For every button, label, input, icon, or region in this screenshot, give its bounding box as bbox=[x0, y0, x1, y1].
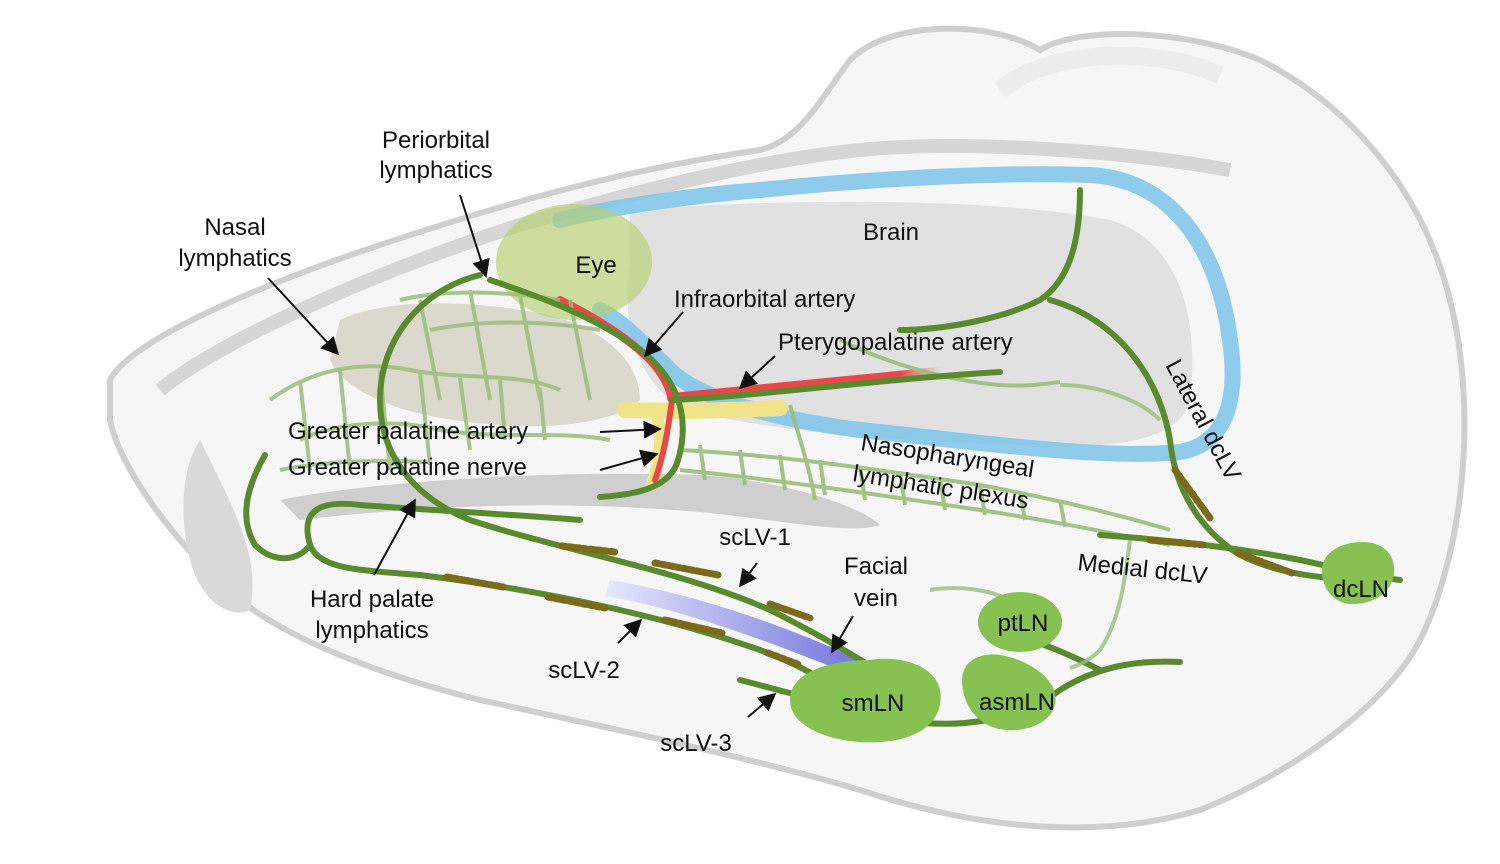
sclv-1-vessel bbox=[376, 272, 893, 683]
label-facial-vein-1: Facial bbox=[844, 553, 908, 580]
label-sclv-3: scLV-3 bbox=[660, 730, 732, 757]
hard-palate-tissue bbox=[280, 473, 880, 529]
deep-collector bbox=[669, 369, 1003, 403]
arrow-nasal bbox=[267, 277, 340, 356]
facial-vein-shape bbox=[605, 580, 880, 682]
dorsal-collector bbox=[897, 187, 1083, 333]
label-periorbital-2: lymphatics bbox=[379, 157, 492, 184]
label-pterygopalatine-artery: Pterygopalatine artery bbox=[778, 329, 1013, 356]
label-nasal-2: lymphatics bbox=[178, 245, 291, 272]
smln-node bbox=[790, 658, 941, 743]
label-ptln: ptLN bbox=[998, 610, 1049, 637]
label-nasal-1: Nasal bbox=[204, 214, 265, 241]
arrow-sclv-1 bbox=[738, 562, 758, 588]
labels: Periorbital lymphatics Nasal lymphatics … bbox=[178, 127, 1389, 757]
arrow-pterygopalatine bbox=[738, 355, 776, 390]
lymph-nodes bbox=[790, 542, 1395, 743]
nerve-horizontal bbox=[617, 400, 788, 419]
label-hard-palate-1: Hard palate bbox=[310, 586, 434, 613]
greater-palatine-artery-path bbox=[652, 397, 675, 483]
nasal-collector bbox=[243, 452, 313, 562]
label-facial-vein-2: vein bbox=[854, 585, 898, 612]
arrow-hard-palate bbox=[373, 498, 416, 576]
ear-outline bbox=[994, 46, 1224, 98]
leader-arrows bbox=[267, 194, 854, 718]
dcln-node bbox=[1322, 542, 1395, 605]
ptln-node bbox=[978, 592, 1062, 652]
label-smln: smLN bbox=[842, 690, 905, 717]
nose-tip-tissue bbox=[183, 440, 253, 613]
lymphatic-valves bbox=[443, 466, 1296, 669]
label-greater-palatine-artery: Greater palatine artery bbox=[288, 418, 528, 445]
arrow-greater-palatine-artery bbox=[599, 420, 662, 439]
nasal-lymphatic-network bbox=[268, 289, 611, 472]
skull-outline bbox=[155, 139, 1232, 396]
periorbital-collector bbox=[487, 277, 686, 500]
arrow-periorbital bbox=[459, 194, 490, 278]
efferent-vessel bbox=[897, 658, 1183, 727]
label-eye: Eye bbox=[575, 252, 616, 279]
label-sclv-1: scLV-1 bbox=[719, 524, 791, 551]
label-brain: Brain bbox=[863, 219, 919, 246]
arrow-facial-vein bbox=[831, 615, 854, 654]
arrow-greater-palatine-nerve bbox=[599, 449, 659, 471]
pterygopalatine-artery-path bbox=[667, 367, 945, 403]
label-sclv-2: scLV-2 bbox=[548, 657, 620, 684]
arrow-sclv-3 bbox=[747, 692, 777, 718]
label-infraorbital-artery: Infraorbital artery bbox=[674, 286, 855, 313]
arrow-infraorbital bbox=[643, 311, 684, 358]
arrow-sclv-2 bbox=[617, 618, 643, 644]
label-periorbital-1: Periorbital bbox=[382, 127, 490, 154]
label-greater-palatine-nerve: Greater palatine nerve bbox=[288, 454, 527, 481]
hard-palate-loop bbox=[304, 500, 583, 548]
eye-shape bbox=[496, 204, 652, 320]
label-asmln: asmLN bbox=[979, 689, 1055, 716]
asmln-node bbox=[962, 654, 1056, 731]
label-hard-palate-2: lymphatics bbox=[315, 617, 428, 644]
label-dcln: dcLN bbox=[1333, 576, 1389, 603]
